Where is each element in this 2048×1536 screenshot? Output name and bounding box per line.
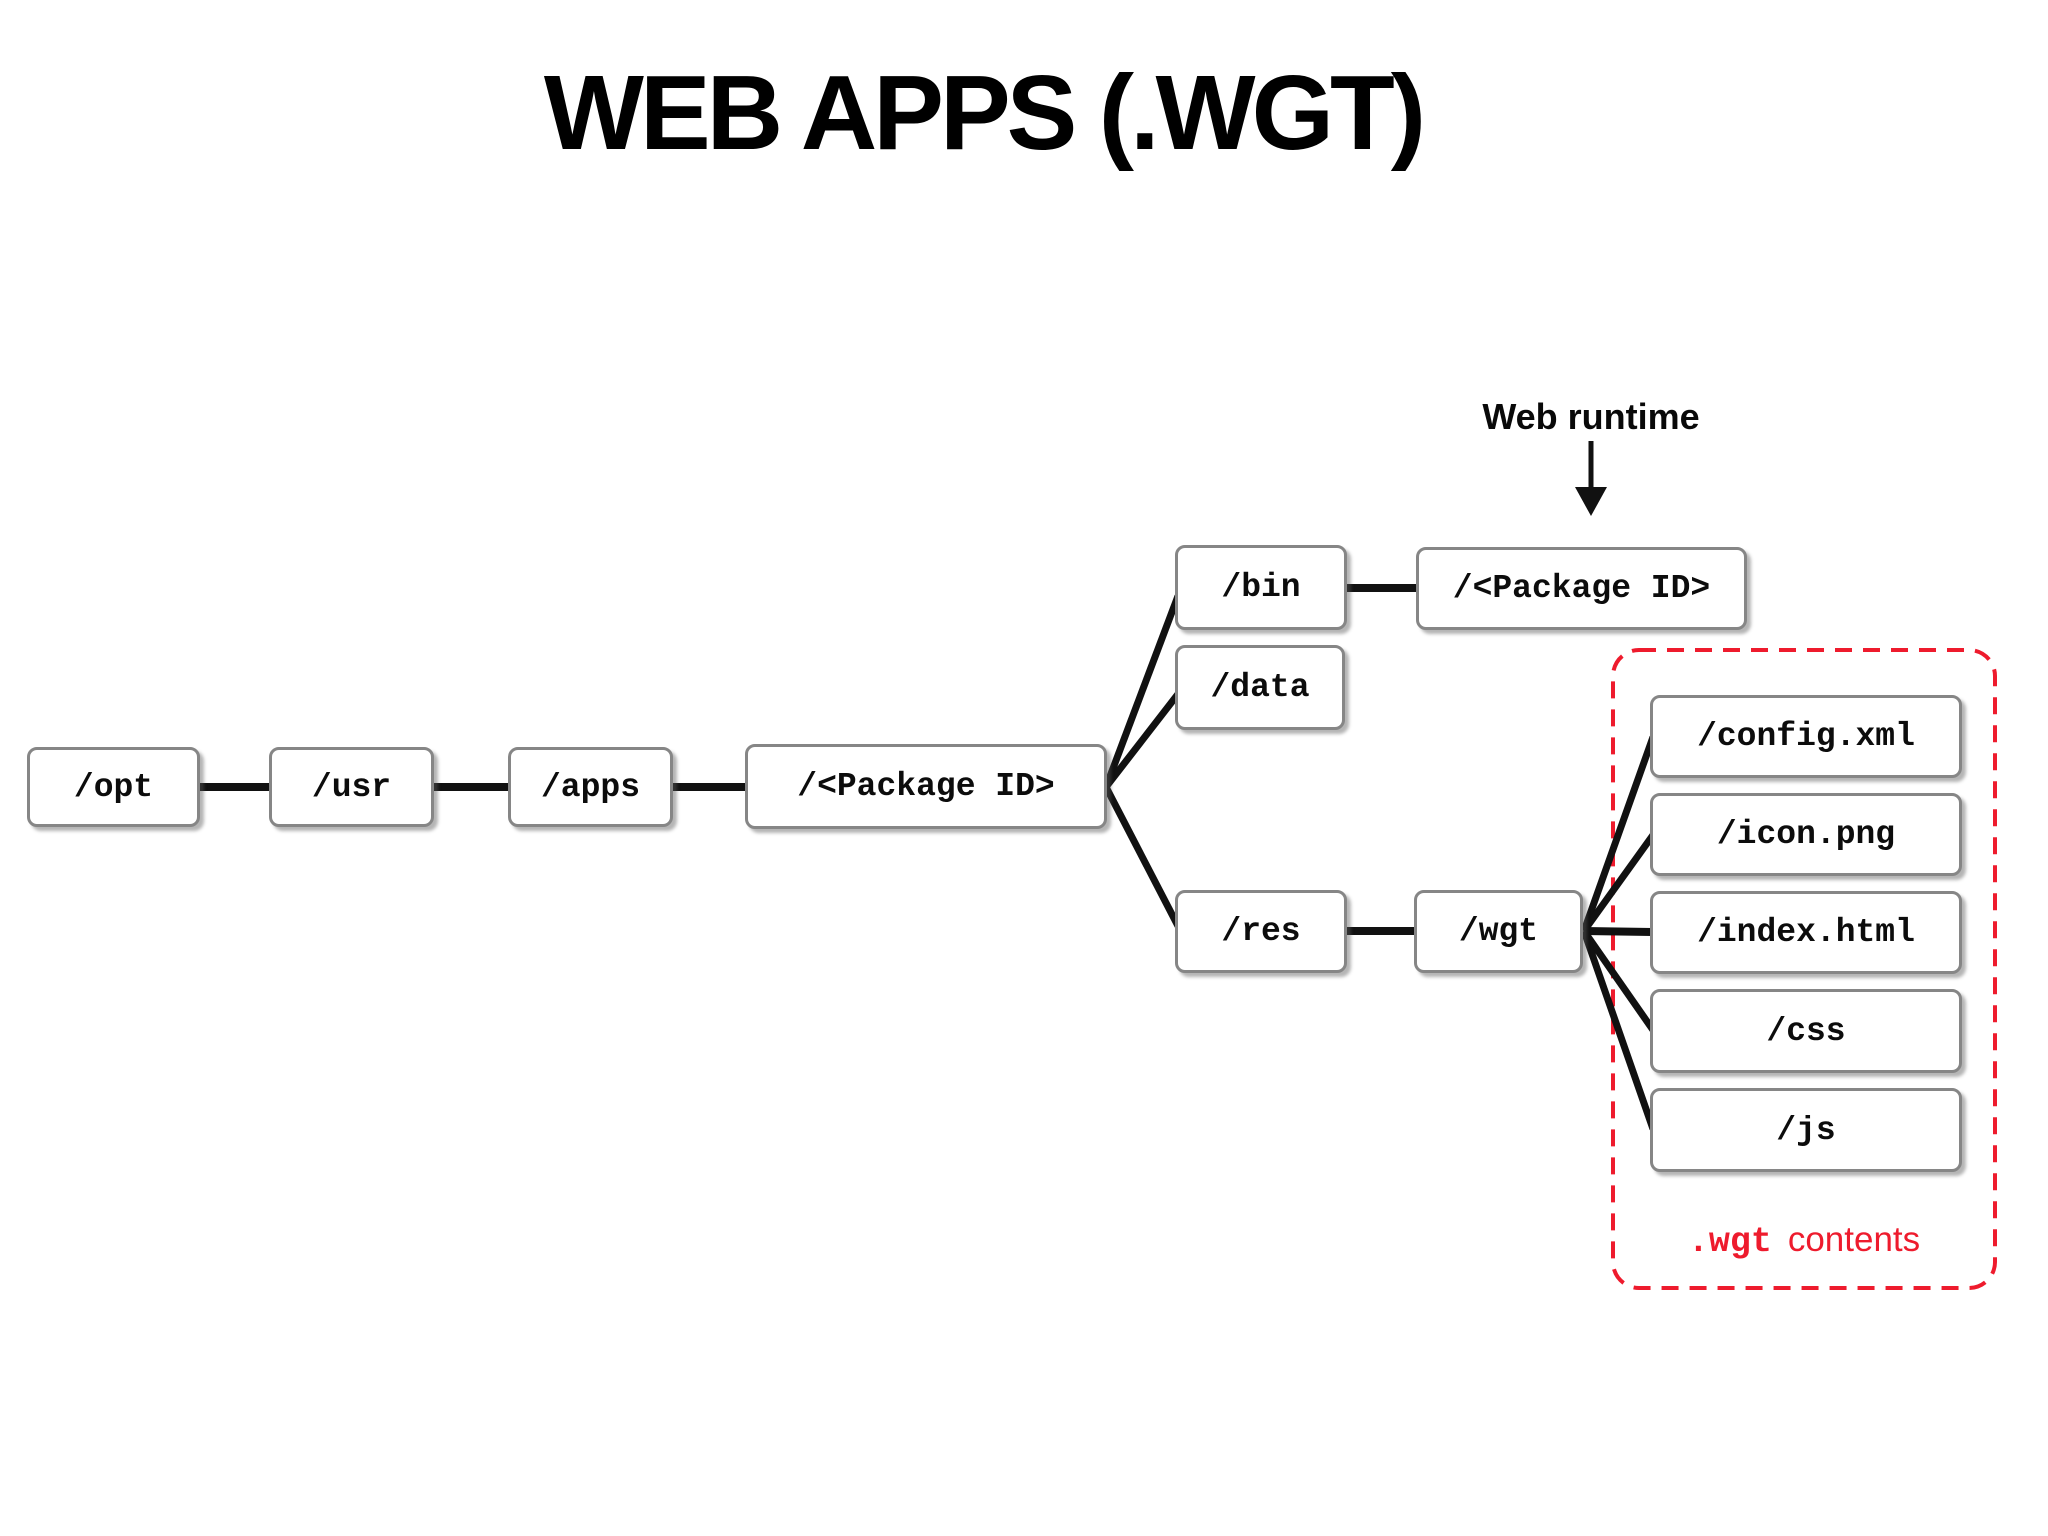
page-title: WEB APPS (.WGT) xyxy=(543,54,1426,172)
edge-package-res xyxy=(1102,785,1182,928)
node-bin-package-id-label: /<Package ID> xyxy=(1452,570,1711,607)
node-res-label: /res xyxy=(1221,913,1301,950)
node-js-label: /js xyxy=(1776,1111,1836,1149)
node-package-id: /<Package ID> xyxy=(745,744,1107,829)
node-icon-png-label: /icon.png xyxy=(1716,816,1896,853)
node-index-html-label: /index.html xyxy=(1697,914,1915,951)
edge-package-bin xyxy=(1102,594,1182,789)
node-usr: /usr xyxy=(269,747,434,827)
node-bin: /bin xyxy=(1175,545,1347,630)
web-runtime-arrow-head xyxy=(1575,487,1607,516)
wgt-contents-caption-mono: .wgt xyxy=(1687,1222,1772,1262)
edge-wgt-index xyxy=(1583,927,1654,936)
wgt-contents-caption: .wgt contents xyxy=(1613,1220,1995,1262)
node-wgt: /wgt xyxy=(1414,890,1583,973)
node-config-xml: /config.xml xyxy=(1650,695,1962,778)
edge-wgt-config xyxy=(1580,735,1657,933)
node-apps-label: /apps xyxy=(540,768,641,806)
node-wgt-label: /wgt xyxy=(1458,913,1539,950)
node-bin-package-id: /<Package ID> xyxy=(1416,547,1747,630)
edge-wgt-css xyxy=(1581,928,1656,1033)
node-opt-label: /opt xyxy=(73,768,154,806)
node-package-id-label: /<Package ID> xyxy=(797,768,1055,805)
node-icon-png: /icon.png xyxy=(1650,793,1962,876)
node-opt: /opt xyxy=(27,747,200,827)
edge-wgt-icon xyxy=(1581,832,1656,934)
node-data: /data xyxy=(1175,645,1345,730)
node-css-label: /css xyxy=(1766,1012,1846,1050)
node-data-label: /data xyxy=(1210,669,1310,706)
node-index-html: /index.html xyxy=(1650,891,1962,974)
web-runtime-label: Web runtime xyxy=(1482,396,1700,437)
node-res: /res xyxy=(1175,890,1347,973)
wgt-contents-caption-sans: contents xyxy=(1787,1220,1921,1259)
node-config-xml-label: /config.xml xyxy=(1697,718,1915,755)
node-usr-label: /usr xyxy=(311,768,392,806)
edge-package-data xyxy=(1103,691,1181,790)
node-js: /js xyxy=(1650,1088,1962,1172)
node-bin-label: /bin xyxy=(1221,569,1301,606)
node-apps: /apps xyxy=(508,747,673,827)
edge-wgt-js xyxy=(1580,929,1657,1131)
node-css: /css xyxy=(1650,989,1962,1073)
